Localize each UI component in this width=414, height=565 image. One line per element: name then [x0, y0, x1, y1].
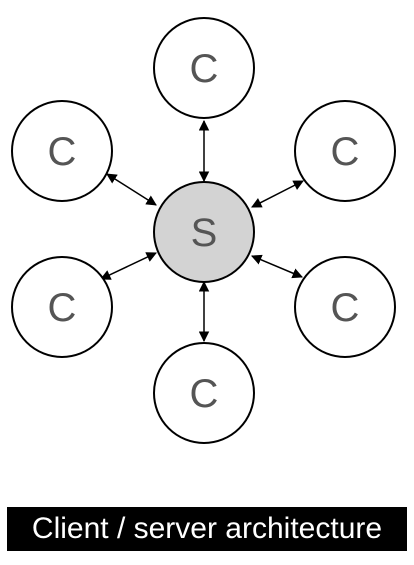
client-circle	[11, 100, 113, 202]
connector-lower-right	[251, 254, 303, 279]
client-node-top: C	[153, 17, 255, 119]
client-node-upper-left: C	[11, 100, 113, 202]
client-node-lower-left: C	[11, 256, 113, 358]
client-label: C	[48, 286, 77, 330]
client-label: C	[331, 286, 360, 330]
client-circle	[294, 100, 396, 202]
client-node-upper-right: C	[294, 100, 396, 202]
diagram-caption: Client / server architecture	[7, 507, 407, 551]
server-label: S	[191, 211, 218, 255]
client-circle	[153, 17, 255, 119]
client-label: C	[190, 372, 219, 416]
server-node: S	[153, 181, 255, 283]
connector-lower-left	[100, 252, 157, 280]
server-circle	[153, 181, 255, 283]
client-node-lower-right: C	[294, 256, 396, 358]
client-circle	[11, 256, 113, 358]
client-circle	[153, 342, 255, 444]
connector-upper-right	[251, 180, 304, 208]
client-node-bottom: C	[153, 342, 255, 444]
client-label: C	[48, 130, 77, 174]
client-label: C	[331, 130, 360, 174]
client-label: C	[190, 47, 219, 91]
connector-upper-left	[106, 173, 157, 206]
client-circle	[294, 256, 396, 358]
